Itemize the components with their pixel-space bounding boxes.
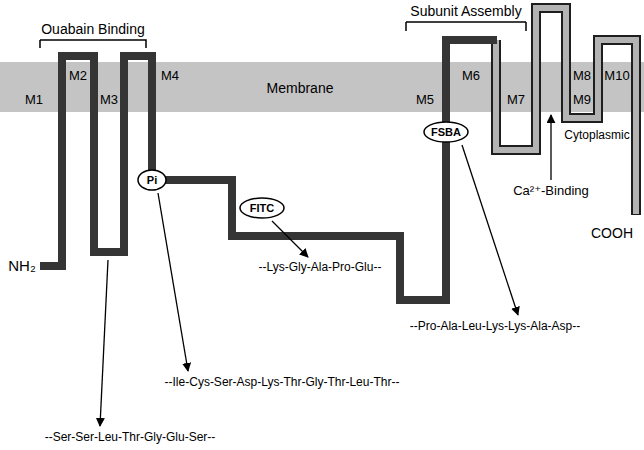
segment-label: M9 — [573, 93, 591, 108]
sequence-label: --Pro-Ala-Leu-Lys-Lys-Ala-Asp-- — [410, 320, 580, 334]
site-label: Ca²⁺-Binding — [513, 184, 589, 199]
leader-arrow — [272, 221, 308, 257]
site-name: Pi — [137, 169, 167, 186]
site-name: FITC — [239, 197, 285, 214]
site-oval-outline — [138, 170, 166, 190]
segment-label: M6 — [462, 69, 480, 84]
segment-label: M5 — [416, 93, 434, 108]
leader-arrow — [462, 145, 518, 315]
segment-label: M7 — [507, 93, 525, 108]
terminus-label: NH₂ — [8, 257, 36, 274]
bracket-label: Subunit Assembly — [410, 3, 521, 19]
assembly-bracket — [406, 22, 526, 31]
site-oval-outline — [240, 198, 284, 218]
sequence-label: --Lys-Gly-Ala-Pro-Glu-- — [259, 261, 382, 275]
leader-arrow — [100, 260, 108, 426]
terminus-label: COOH — [591, 225, 633, 241]
segment-label: M3 — [100, 93, 118, 108]
segment-label: M10 — [604, 69, 629, 84]
sequence-label: --Ser-Ser-Leu-Thr-Gly-Glu-Ser-- — [45, 431, 216, 445]
leader-arrow — [158, 193, 188, 371]
region-label: Cytoplasmic — [564, 129, 629, 143]
assembly-chain — [496, 8, 636, 214]
segment-label: M8 — [573, 69, 591, 84]
ouabain-bracket — [40, 40, 146, 48]
sequence-label: --Ile-Cys-Ser-Asp-Lys-Thr-Gly-Thr-Leu-Th… — [165, 376, 400, 390]
binding-arrow — [550, 115, 551, 180]
fsba-site: FSBA — [423, 121, 469, 143]
segment-label: M4 — [161, 69, 179, 84]
site-oval-outline — [424, 122, 468, 142]
segment-label: M2 — [69, 69, 87, 84]
phosphorylation-site: Pi — [137, 169, 167, 191]
chain-outline — [496, 8, 636, 215]
segment-label: M1 — [25, 93, 43, 108]
site-name: FSBA — [423, 121, 469, 138]
bracket-label: Ouabain Binding — [41, 21, 145, 37]
fitc-site: FITC — [239, 197, 285, 219]
membrane-label: Membrane — [267, 80, 334, 96]
